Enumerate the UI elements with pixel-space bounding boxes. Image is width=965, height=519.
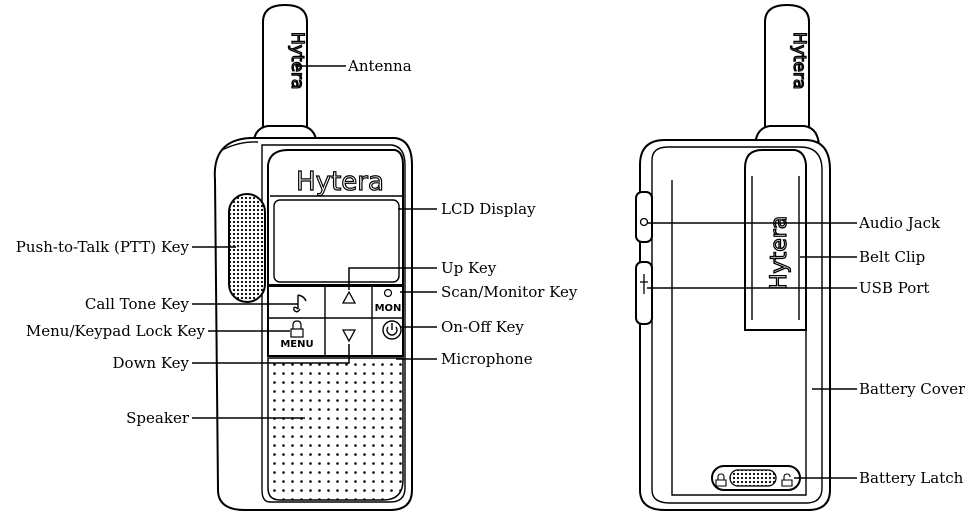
battery-latch[interactable] — [712, 466, 800, 490]
label-down-key: Down Key — [113, 354, 190, 372]
back-body: Hytera — [636, 140, 830, 510]
back-labels: Audio Jack Belt Clip USB Port Battery Co… — [858, 214, 965, 487]
speaker-grille — [268, 358, 403, 500]
label-microphone: Microphone — [441, 350, 533, 368]
label-usb-port: USB Port — [859, 279, 929, 297]
antenna-brand-front: Hytera — [287, 32, 307, 89]
ptt-key[interactable] — [229, 194, 265, 302]
back-antenna: Hytera — [755, 5, 819, 148]
label-up-key: Up Key — [441, 259, 497, 277]
back-radio: Hytera Hytera — [636, 5, 965, 510]
menu-key-text: MENU — [280, 339, 313, 350]
label-scan-monitor-key: Scan/Monitor Key — [441, 283, 578, 301]
label-ptt-key: Push-to-Talk (PTT) Key — [16, 238, 190, 256]
label-battery-cover: Battery Cover — [859, 380, 965, 398]
antenna: Hytera — [253, 5, 317, 148]
label-on-off-key: On-Off Key — [441, 318, 524, 336]
belt-clip: Hytera — [745, 150, 806, 330]
clip-brand: Hytera — [767, 216, 792, 290]
antenna-brand-back: Hytera — [789, 32, 809, 89]
keypad: MON MENU — [268, 286, 403, 356]
label-speaker: Speaker — [126, 409, 190, 427]
label-call-tone-key: Call Tone Key — [85, 295, 190, 313]
on-off-key[interactable] — [383, 321, 401, 339]
label-audio-jack: Audio Jack — [858, 214, 941, 232]
label-belt-clip: Belt Clip — [859, 248, 925, 266]
label-antenna: Antenna — [347, 57, 412, 75]
label-menu-lock-key: Menu/Keypad Lock Key — [26, 322, 206, 340]
label-battery-latch: Battery Latch — [859, 469, 964, 487]
label-lcd-display: LCD Display — [441, 200, 536, 218]
mon-key-text: MON — [375, 303, 402, 314]
audio-jack-cover[interactable] — [636, 192, 652, 242]
front-brand: Hytera — [296, 167, 384, 197]
front-radio: Hytera Hytera — [16, 5, 578, 510]
